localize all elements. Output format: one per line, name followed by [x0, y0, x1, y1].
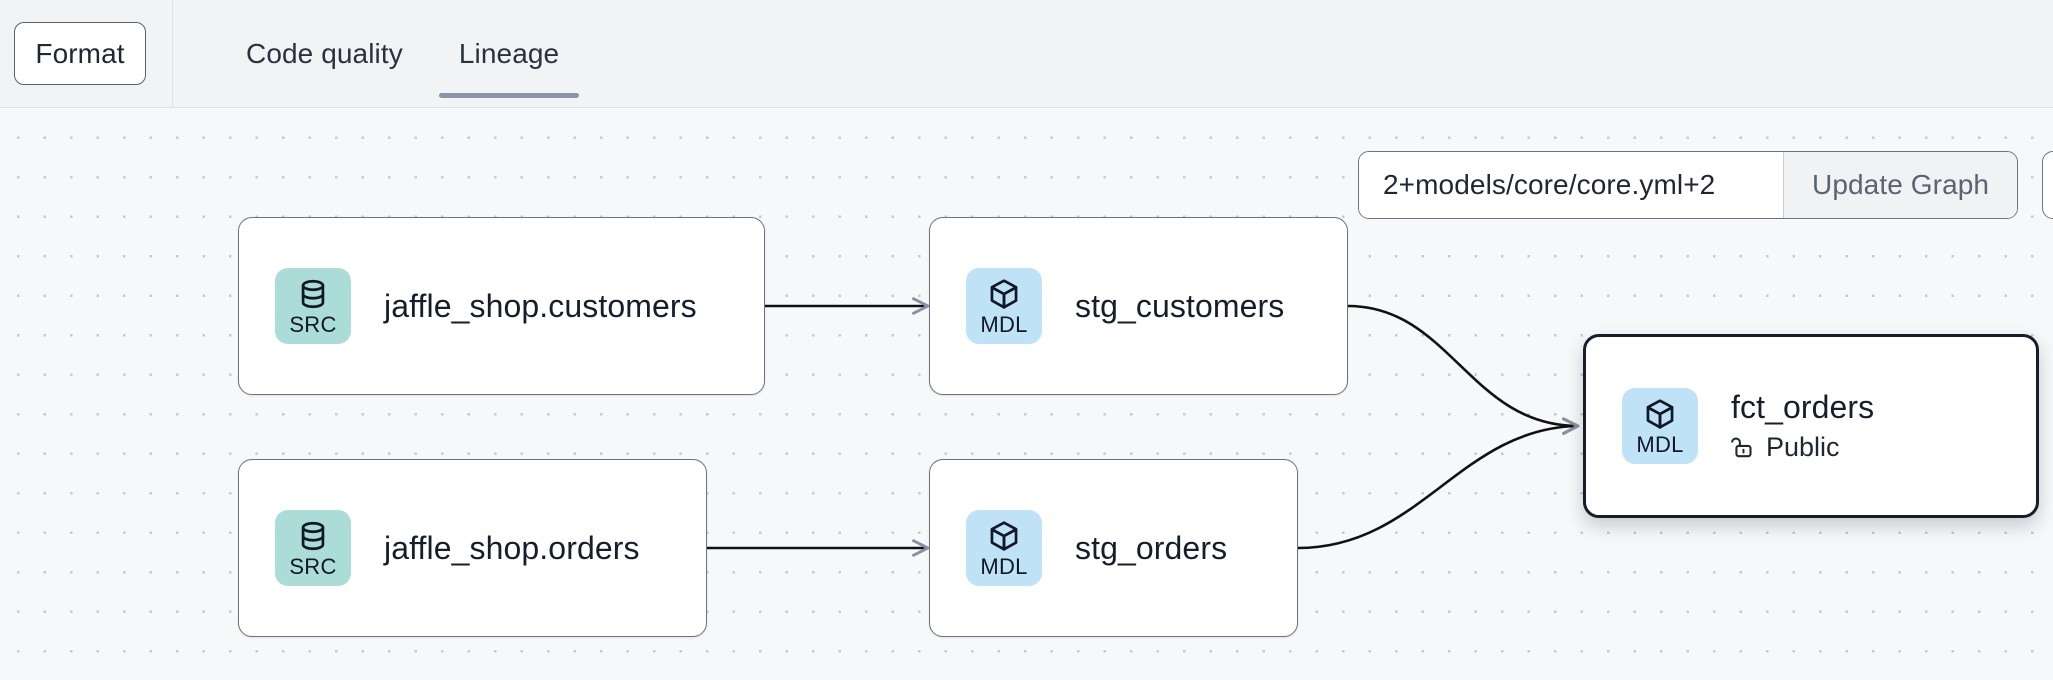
node-badge-mdl: MDL	[1622, 388, 1698, 464]
unlock-icon	[1731, 437, 1752, 458]
node-title: jaffle_shop.customers	[384, 287, 697, 324]
node-title: fct_orders	[1731, 389, 1875, 426]
lineage-canvas[interactable]: SRC jaffle_shop.customers MDL stg_custom…	[0, 108, 2053, 680]
database-icon	[301, 521, 325, 550]
lineage-node-jaffle-shop-customers[interactable]: SRC jaffle_shop.customers	[238, 217, 765, 395]
node-title: jaffle_shop.orders	[384, 529, 640, 566]
node-body: jaffle_shop.customers	[384, 288, 697, 325]
lineage-node-jaffle-shop-orders[interactable]: SRC jaffle_shop.orders	[238, 459, 707, 637]
tab-bar: Code quality Lineage	[218, 0, 587, 108]
database-icon	[301, 279, 325, 308]
tab-lineage-label: Lineage	[458, 37, 560, 69]
header-divider	[172, 0, 173, 108]
tab-lineage[interactable]: Lineage	[431, 0, 587, 108]
tab-code-quality-underline	[226, 93, 423, 98]
node-body: jaffle_shop.orders	[384, 530, 640, 567]
node-badge-label: SRC	[289, 553, 337, 579]
node-badge-src: SRC	[275, 510, 351, 586]
format-button[interactable]: Format	[14, 22, 146, 85]
edge-stg-customers-to-fct-orders	[1347, 304, 1580, 435]
node-badge-mdl: MDL	[966, 268, 1042, 344]
node-badge-mdl: MDL	[966, 510, 1042, 586]
edge-stg-orders-to-fct-orders	[1297, 417, 1580, 550]
cube-icon	[1646, 398, 1674, 429]
tab-lineage-underline	[438, 92, 580, 98]
node-badge-label: SRC	[289, 311, 337, 337]
node-badge-label: MDL	[980, 311, 1028, 337]
graph-selector-input[interactable]	[1359, 152, 1783, 218]
update-graph-button[interactable]: Update Graph	[1783, 152, 2018, 218]
node-access-badge: Public	[1731, 432, 1874, 463]
node-badge-label: MDL	[1636, 431, 1684, 457]
node-title: stg_orders	[1075, 529, 1228, 566]
lineage-node-stg-orders[interactable]: MDL stg_orders	[929, 459, 1298, 637]
node-body: fct_orders Public	[1731, 389, 1874, 463]
graph-toolbar-overflow-panel[interactable]	[2042, 151, 2053, 219]
node-body: stg_orders	[1075, 530, 1227, 567]
node-badge-label: MDL	[980, 553, 1028, 579]
cube-icon	[990, 278, 1018, 309]
node-title: stg_customers	[1075, 287, 1285, 324]
node-access-label: Public	[1766, 431, 1840, 462]
tab-code-quality-label: Code quality	[246, 37, 403, 69]
node-body: stg_customers	[1075, 288, 1284, 325]
tab-code-quality[interactable]: Code quality	[218, 0, 431, 108]
editor-header: Format Code quality Lineage	[0, 0, 2053, 108]
lineage-node-stg-customers[interactable]: MDL stg_customers	[929, 217, 1348, 395]
node-badge-src: SRC	[275, 268, 351, 344]
cube-icon	[990, 520, 1018, 551]
lineage-node-fct-orders[interactable]: MDL fct_orders Public	[1583, 334, 2039, 518]
graph-toolbar: Update Graph	[1358, 151, 2019, 219]
